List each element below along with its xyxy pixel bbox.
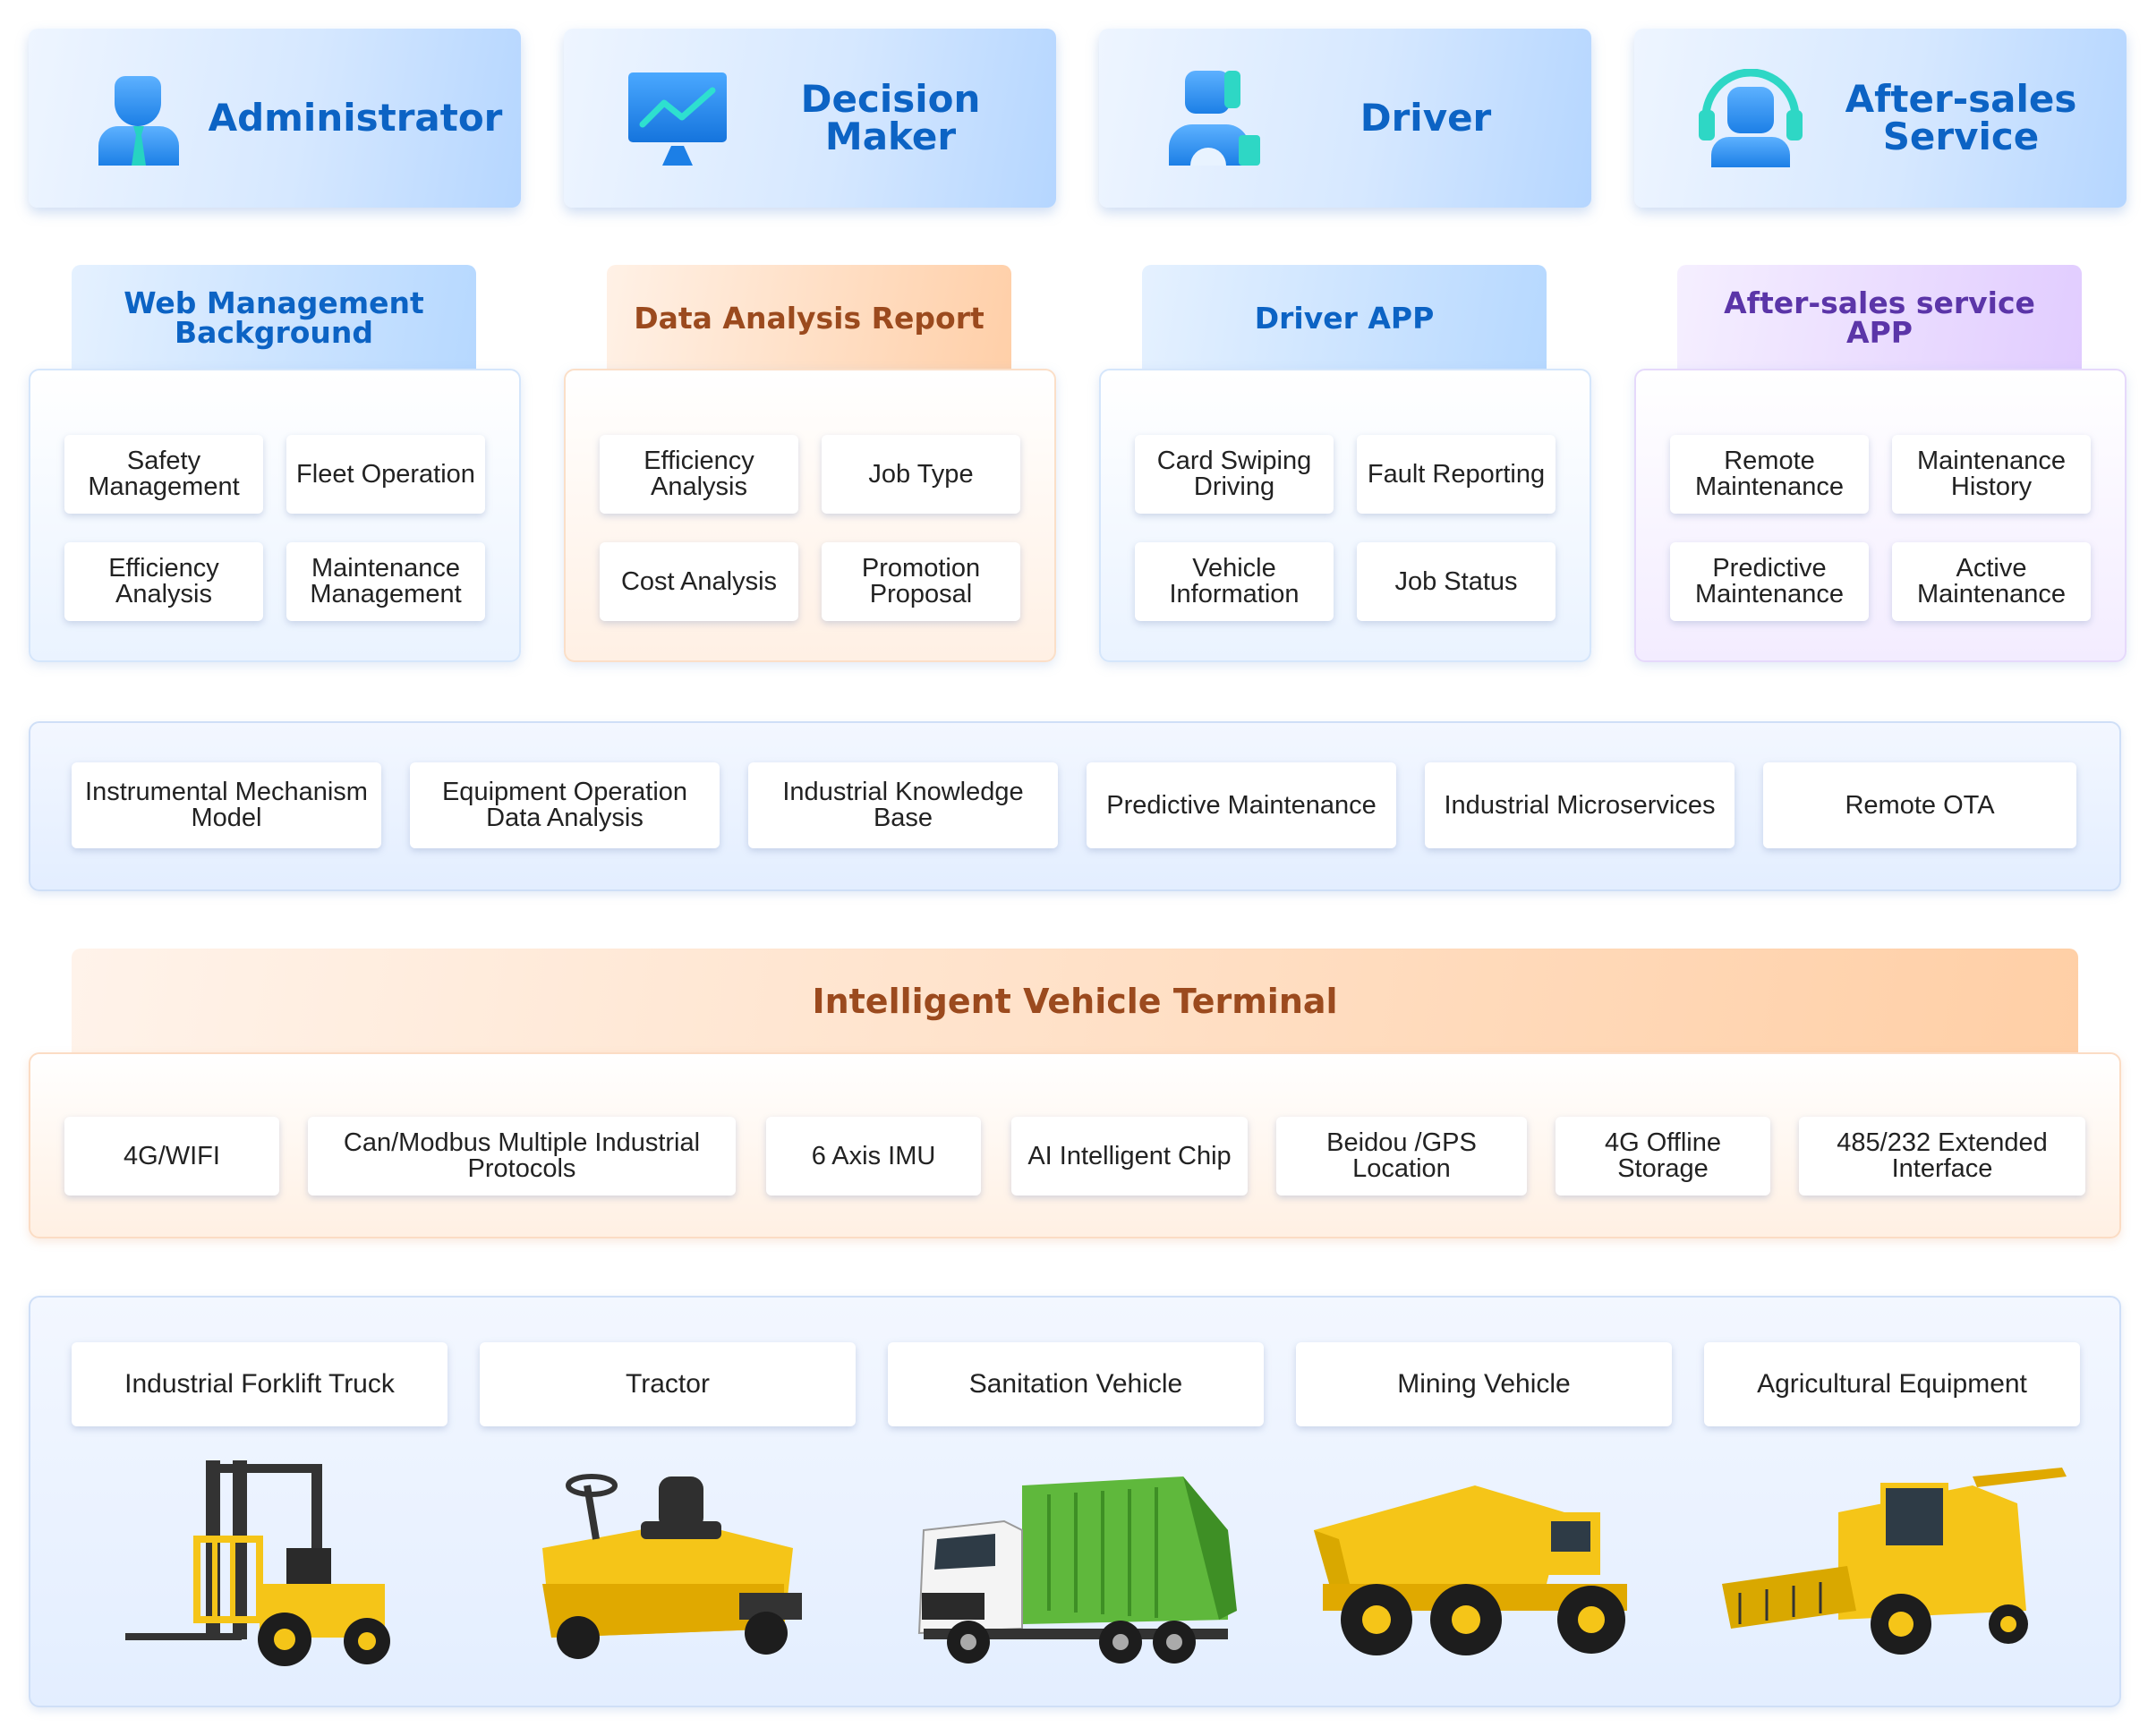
feature-button[interactable]: Fault Reporting: [1357, 435, 1556, 514]
terminal-item[interactable]: Beidou /GPS Location: [1276, 1117, 1527, 1196]
app-title-driver-app: Driver APP: [1142, 265, 1547, 370]
app-panel-web-management: Safety Management Fleet Operation Effici…: [29, 369, 521, 662]
feature-button[interactable]: Vehicle Information: [1135, 542, 1334, 621]
app-title-data-analysis: Data Analysis Report: [607, 265, 1011, 370]
combine-harvester-image: [1722, 1468, 2067, 1655]
app-panel-after-sales-app: Remote Maintenance Maintenance History P…: [1634, 369, 2127, 662]
feature-button[interactable]: Efficiency Analysis: [600, 435, 798, 514]
platform-item[interactable]: Predictive Maintenance: [1087, 762, 1396, 848]
tractor-image: [542, 1474, 802, 1659]
vehicle-label[interactable]: Mining Vehicle: [1296, 1342, 1672, 1426]
feature-button[interactable]: Active Maintenance: [1892, 542, 2091, 621]
role-title: Administrator: [208, 96, 503, 140]
terminal-item[interactable]: 485/232 Extended Interface: [1799, 1117, 2085, 1196]
app-panel-data-analysis: Efficiency Analysis Job Type Cost Analys…: [564, 369, 1056, 662]
platform-item[interactable]: Instrumental Mechanism Model: [72, 762, 381, 848]
headset-support-icon: [1699, 69, 1803, 167]
garbage-truck-image: [917, 1476, 1237, 1664]
app-panel-driver-app: Card Swiping Driving Fault Reporting Veh…: [1099, 369, 1591, 662]
feature-button[interactable]: Card Swiping Driving: [1135, 435, 1334, 514]
terminal-item[interactable]: 4G/WIFI: [64, 1117, 279, 1196]
app-title-after-sales-app: After-sales service APP: [1677, 265, 2082, 370]
feature-button[interactable]: Predictive Maintenance: [1670, 542, 1869, 621]
role-card-administrator[interactable]: Administrator: [29, 29, 521, 208]
platform-item[interactable]: Remote OTA: [1763, 762, 2076, 848]
terminal-item[interactable]: 4G Offline Storage: [1556, 1117, 1770, 1196]
monitor-chart-icon: [628, 72, 727, 166]
driver-icon: [1169, 71, 1260, 166]
terminal-item[interactable]: AI Intelligent Chip: [1011, 1117, 1248, 1196]
terminal-title: Intelligent Vehicle Terminal: [72, 949, 2078, 1054]
role-card-decision-maker[interactable]: Decision Maker: [564, 29, 1056, 208]
platform-item[interactable]: Industrial Microservices: [1425, 762, 1735, 848]
role-title: Decision Maker: [800, 77, 981, 158]
terminal-item[interactable]: Can/Modbus Multiple Industrial Protocols: [308, 1117, 736, 1196]
vehicle-label[interactable]: Agricultural Equipment: [1704, 1342, 2080, 1426]
vehicle-label[interactable]: Sanitation Vehicle: [888, 1342, 1264, 1426]
feature-button[interactable]: Safety Management: [64, 435, 263, 514]
feature-button[interactable]: Cost Analysis: [600, 542, 798, 621]
feature-button[interactable]: Fleet Operation: [286, 435, 485, 514]
role-card-after-sales[interactable]: After-sales Service: [1634, 29, 2127, 208]
role-card-driver[interactable]: Driver: [1099, 29, 1591, 208]
feature-button[interactable]: Promotion Proposal: [822, 542, 1020, 621]
feature-button[interactable]: Job Status: [1357, 542, 1556, 621]
feature-button[interactable]: Efficiency Analysis: [64, 542, 263, 621]
feature-button[interactable]: Remote Maintenance: [1670, 435, 1869, 514]
vehicle-label[interactable]: Tractor: [480, 1342, 856, 1426]
feature-button[interactable]: Maintenance History: [1892, 435, 2091, 514]
terminal-panel: 4G/WIFI Can/Modbus Multiple Industrial P…: [29, 1052, 2121, 1238]
platform-item[interactable]: Equipment Operation Data Analysis: [410, 762, 720, 848]
app-title-web-management: Web Management Background: [72, 265, 476, 370]
forklift-image: [125, 1460, 390, 1666]
platform-item[interactable]: Industrial Knowledge Base: [748, 762, 1058, 848]
platform-layer: Instrumental Mechanism Model Equipment O…: [29, 721, 2121, 891]
terminal-item[interactable]: 6 Axis IMU: [766, 1117, 981, 1196]
feature-button[interactable]: Job Type: [822, 435, 1020, 514]
role-title: Driver: [1360, 96, 1492, 140]
role-title: After-sales Service: [1845, 77, 2077, 158]
feature-button[interactable]: Maintenance Management: [286, 542, 485, 621]
administrator-icon: [98, 76, 179, 166]
vehicle-label[interactable]: Industrial Forklift Truck: [72, 1342, 448, 1426]
dump-truck-image: [1314, 1485, 1627, 1655]
